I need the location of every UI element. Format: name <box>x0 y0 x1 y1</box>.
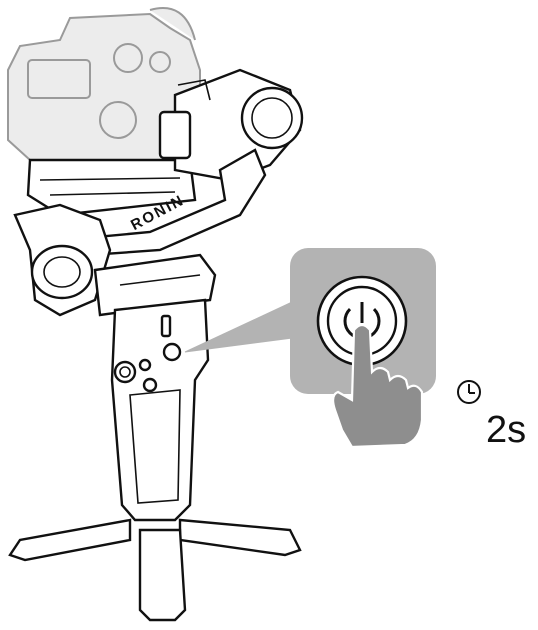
power-button-icon <box>316 275 408 367</box>
pressing-finger-icon <box>331 323 424 449</box>
timer-clock-icon <box>457 380 481 404</box>
power-button[interactable] <box>162 342 182 362</box>
hold-duration-label: 2s <box>486 409 527 451</box>
gimbal-handle <box>110 298 210 522</box>
tilt-motor <box>158 68 304 182</box>
camera-plate <box>26 158 197 217</box>
pan-base <box>93 253 217 317</box>
roll-motor <box>13 203 112 317</box>
tripod <box>8 518 302 622</box>
camera-body <box>7 7 201 161</box>
